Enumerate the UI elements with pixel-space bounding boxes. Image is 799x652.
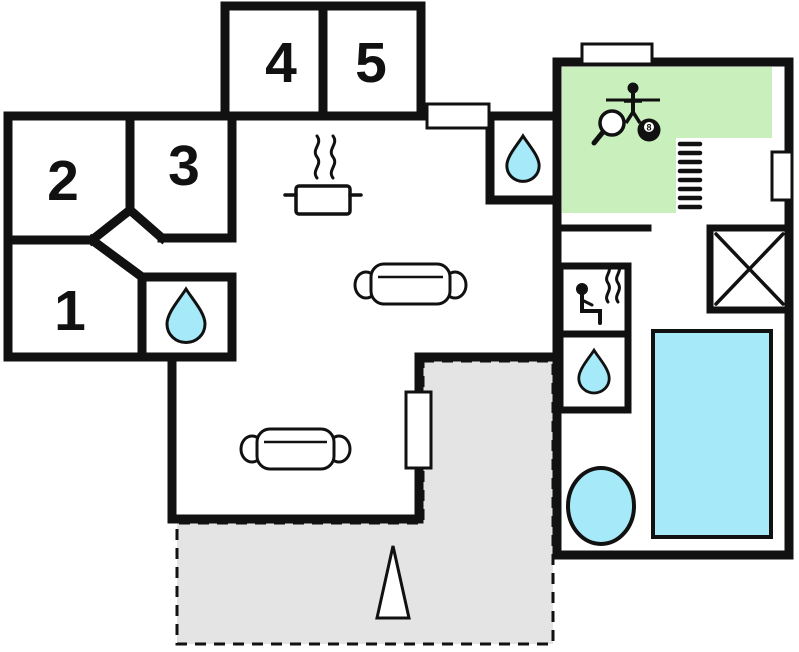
window xyxy=(404,390,433,470)
terrace-area xyxy=(175,359,555,646)
activity-room-area xyxy=(562,67,772,213)
table-tennis-paddle-icon xyxy=(591,109,626,146)
room-label-2: 2 xyxy=(47,149,79,213)
room-label-4: 4 xyxy=(265,31,297,95)
window xyxy=(770,150,794,202)
game-room-icons: 8 xyxy=(591,82,661,146)
stairs-icon xyxy=(677,141,703,210)
room-label-3: 3 xyxy=(168,134,200,198)
foosball-player-icon xyxy=(624,82,642,124)
sofa-icon xyxy=(239,427,352,471)
triangle-marker-icon xyxy=(375,545,411,620)
window xyxy=(425,102,491,130)
stove-icon xyxy=(283,134,363,216)
interior-walls xyxy=(3,111,793,414)
water-drop-icon xyxy=(505,133,541,183)
window xyxy=(580,42,654,66)
cross-mark-icon xyxy=(714,232,785,306)
sofa-icon xyxy=(353,262,468,306)
swimming-pool xyxy=(651,329,773,539)
bathtub xyxy=(566,466,636,546)
billiard-ball-icon: 8 xyxy=(637,118,661,142)
sauna-icon xyxy=(576,263,621,325)
water-drop-icon xyxy=(165,286,207,345)
billiard-ball-number: 8 xyxy=(646,123,651,133)
water-drop-icon xyxy=(577,347,611,395)
room-label-5: 5 xyxy=(355,31,387,95)
room-label-1: 1 xyxy=(54,279,86,343)
